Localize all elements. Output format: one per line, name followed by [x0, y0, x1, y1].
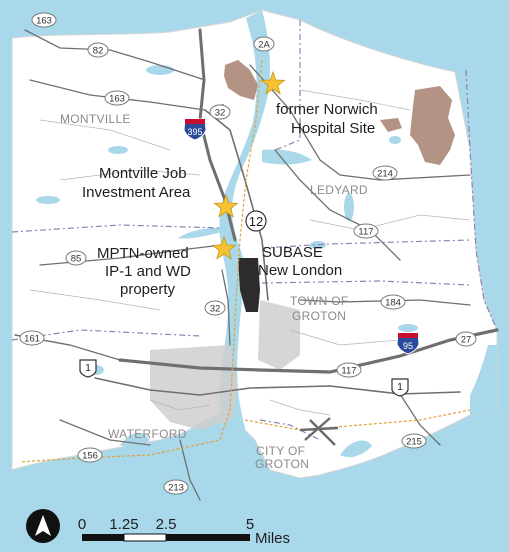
route-shield-i395: 395 [183, 118, 207, 141]
label-mptn-3: property [120, 281, 176, 298]
site-markers [211, 70, 286, 260]
scale-bar-segment-3 [166, 534, 250, 541]
route-shield-r2a: 2A [253, 36, 275, 52]
route-shield-r156: 156 [77, 447, 103, 463]
route-shield-r12: 12 [245, 210, 267, 232]
mystic-inlet [470, 345, 497, 415]
svg-text:95: 95 [403, 341, 413, 351]
lake-north [146, 65, 174, 75]
route-shield-r213: 213 [163, 479, 189, 495]
gales-ferry-cove [178, 227, 222, 239]
route-shield-r215: 215 [401, 433, 427, 449]
scale-tick-5: 5 [246, 516, 254, 533]
urban-groton [258, 300, 300, 370]
route-shield-r214: 214 [372, 165, 398, 181]
svg-text:12: 12 [249, 214, 263, 229]
route-shield-r161: 161 [19, 330, 45, 346]
scale-bar-segment-2 [123, 533, 167, 542]
star-icon-mptn-property [211, 235, 237, 260]
town-label-city-of-groton-2: GROTON [255, 457, 309, 471]
town-label-town-of-groton-1: TOWN OF [290, 294, 349, 308]
tribal-parcel-north [224, 60, 258, 100]
label-montville-job-1: Montville Job [99, 165, 187, 182]
svg-text:32: 32 [210, 304, 221, 315]
svg-text:214: 214 [377, 169, 393, 180]
route-shield-r163b: 163 [104, 90, 130, 106]
lake-ledyard-2 [389, 136, 401, 144]
railroad-line-east [244, 409, 471, 431]
label-mptn-1: MPTN-owned [97, 245, 189, 262]
svg-text:85: 85 [71, 254, 82, 265]
svg-text:395: 395 [187, 127, 202, 137]
town-label-town-of-groton-2: GROTON [292, 309, 346, 323]
label-subase-1: SUBASE [262, 244, 323, 261]
svg-text:27: 27 [461, 335, 472, 346]
tribal-parcel-east-2 [380, 118, 402, 132]
route-shield-r117b: 117 [336, 362, 362, 378]
poquetanuck-cove [262, 149, 312, 165]
svg-text:213: 213 [168, 483, 184, 494]
local-streets [29, 89, 471, 416]
star-icon-norwich-hospital [260, 70, 286, 95]
svg-text:32: 32 [215, 108, 226, 119]
svg-text:184: 184 [385, 298, 401, 309]
site-labels: former Norwich Hospital Site Montville J… [82, 101, 378, 298]
svg-text:163: 163 [109, 94, 125, 105]
svg-text:82: 82 [93, 46, 104, 57]
svg-text:117: 117 [341, 366, 356, 377]
lake-groton-2 [398, 324, 418, 332]
svg-text:2A: 2A [258, 40, 270, 51]
scale-tick-2-5: 2.5 [156, 516, 177, 533]
north-arrow-icon [26, 509, 60, 543]
scale-tick-1-25: 1.25 [109, 516, 138, 533]
label-montville-job-2: Investment Area [82, 184, 191, 201]
town-label-waterford: WATERFORD [108, 427, 187, 441]
star-icon-montville-job [213, 193, 239, 218]
railroad-line [19, 59, 263, 463]
svg-text:163: 163 [36, 16, 52, 27]
town-labels: MONTVILLE LEDYARD TOWN OF GROTON WATERFO… [60, 112, 368, 471]
route-shield-i95: 95 [396, 332, 420, 355]
lake-ledyard-1 [344, 193, 354, 221]
groton-cove [340, 440, 372, 458]
route-shield-r32a: 32 [209, 104, 231, 120]
svg-text:117: 117 [358, 227, 373, 238]
route-shield-r163a: 163 [31, 12, 57, 28]
lake-montville [108, 146, 128, 154]
route-shields: 163822A163323952141211785184321611952711… [19, 12, 477, 495]
route-shield-r32b: 32 [204, 300, 226, 316]
svg-text:1: 1 [85, 363, 91, 374]
scale-bar: 0 1.25 2.5 5 Miles [78, 516, 290, 547]
label-norwich-hospital-2: Hospital Site [291, 120, 375, 137]
route-shield-r184: 184 [380, 294, 406, 310]
town-label-ledyard: LEDYARD [310, 183, 368, 197]
route-shield-us1a: 1 [79, 359, 97, 378]
airport-runways [299, 417, 339, 446]
route-shield-r85: 85 [65, 250, 87, 266]
subase-parcel [238, 258, 260, 312]
town-label-city-of-groton-1: CITY OF [256, 444, 305, 458]
route-shield-r82: 82 [87, 42, 109, 58]
route-shield-r117a: 117 [353, 223, 379, 239]
label-subase-2: New London [258, 262, 342, 279]
svg-text:156: 156 [82, 451, 98, 462]
label-mptn-2: IP-1 and WD [105, 263, 191, 280]
svg-text:215: 215 [406, 437, 422, 448]
route-shield-us1b: 1 [391, 378, 409, 397]
svg-text:161: 161 [24, 334, 40, 345]
lake-mid [36, 196, 60, 204]
scale-unit-label: Miles [255, 530, 290, 547]
tribal-parcel-east [410, 86, 455, 165]
label-norwich-hospital-1: former Norwich [276, 101, 378, 118]
town-label-montville: MONTVILLE [60, 112, 131, 126]
scale-bar-segment-1 [82, 534, 124, 541]
svg-text:1: 1 [397, 382, 403, 393]
scale-tick-0: 0 [78, 516, 86, 533]
route-shield-r27: 27 [455, 331, 477, 347]
